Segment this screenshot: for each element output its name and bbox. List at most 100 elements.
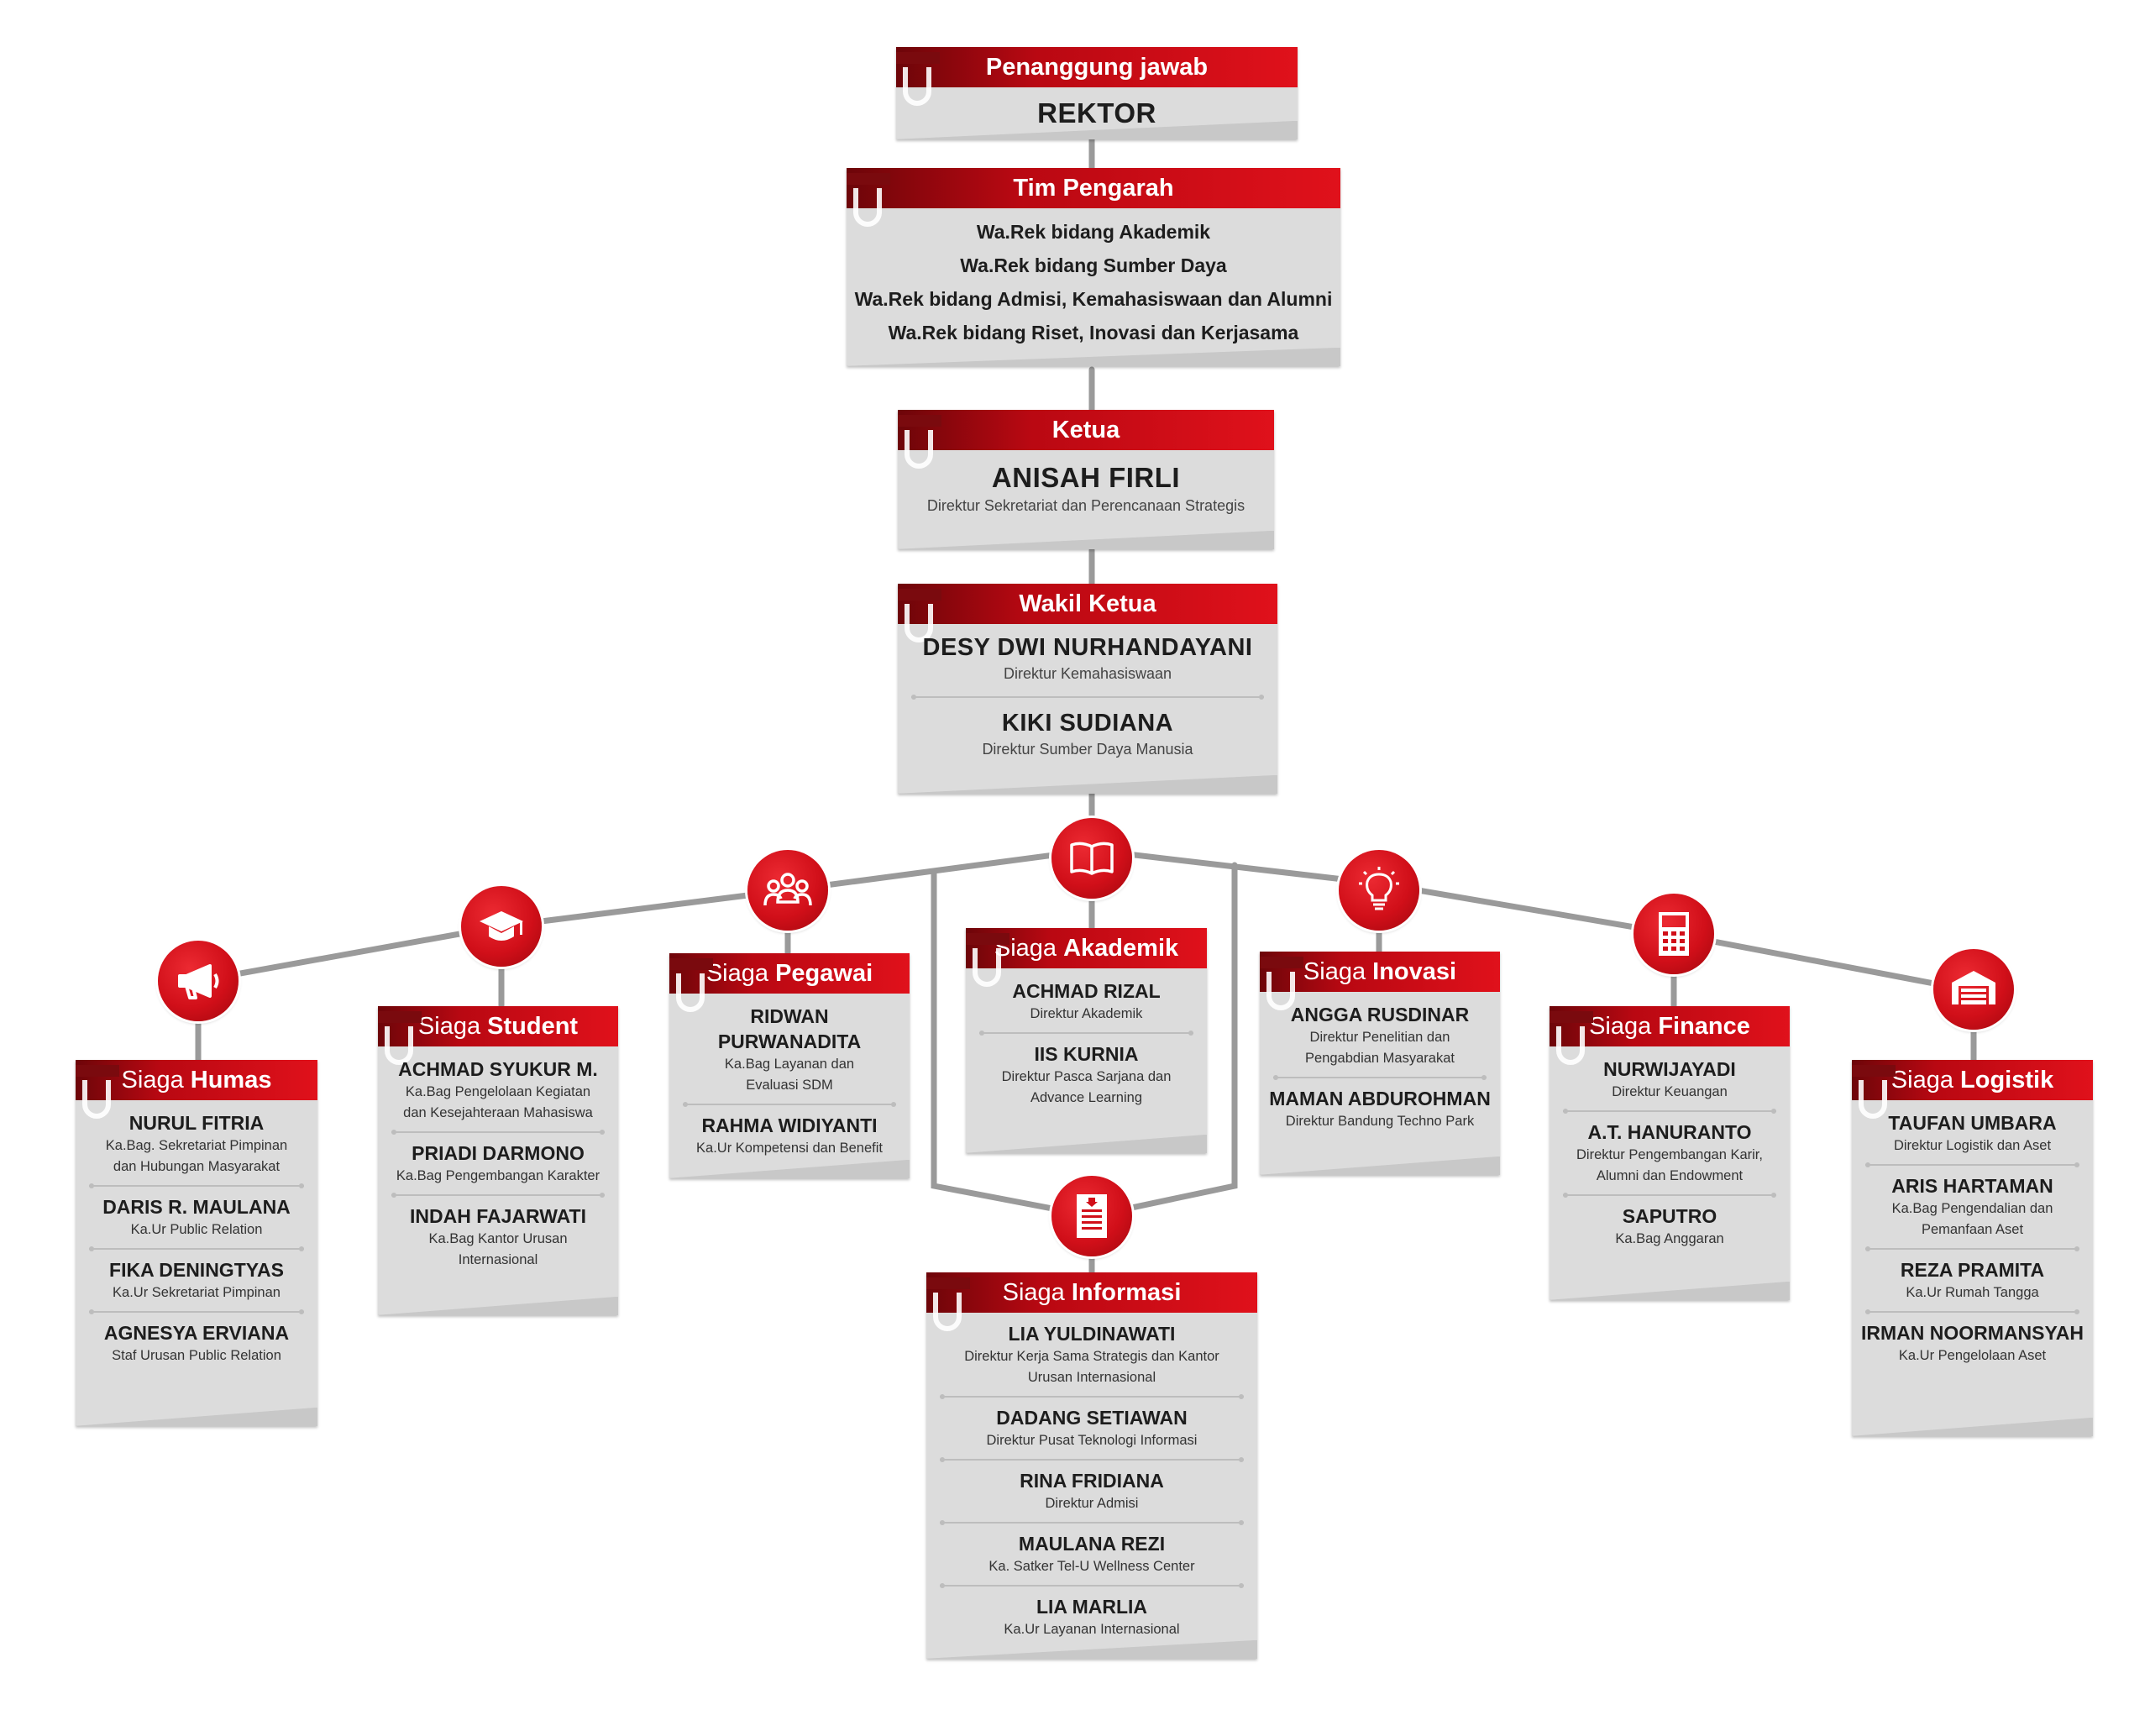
member-role: Ka.Bag. Sekretariat Pimpinan <box>105 1138 288 1153</box>
member-role: Ka.Ur Pengelolaan Aset <box>1898 1348 2047 1363</box>
member-role: Pemanfaan Aset <box>1921 1222 2024 1237</box>
tim-pengarah-line: Wa.Rek bidang Akademik <box>976 221 1211 243</box>
member-role: Advance Learning <box>1030 1090 1142 1105</box>
siaga-prefix: Siaga <box>705 960 769 987</box>
member-name: NURWIJAYADI <box>1603 1058 1736 1080</box>
siaga-student-header: Siaga Student <box>378 1006 618 1065</box>
member-entry: MAMAN ABDUROHMAN Direktur Bandung Techno… <box>1260 1086 1500 1132</box>
tim-pengarah-line: Wa.Rek bidang Admisi, Kemahasiswaan dan … <box>854 288 1333 310</box>
graduation-cap-icon <box>461 886 542 967</box>
member-name: LIA MARLIA <box>1036 1596 1147 1618</box>
member-entry: MAULANA REZI Ka. Satker Tel-U Wellness C… <box>926 1531 1257 1577</box>
separator <box>89 1309 304 1314</box>
separator <box>1865 1246 2079 1251</box>
ketua-name: ANISAH FIRLI <box>991 462 1181 493</box>
siaga-inovasi-header: Siaga Inovasi <box>1260 952 1500 1010</box>
member-name: IIS KURNIA <box>1034 1043 1139 1065</box>
member-role: Direktur Bandung Techno Park <box>1285 1114 1475 1129</box>
member-role: Ka.Ur Rumah Tangga <box>1906 1285 2039 1300</box>
separator <box>391 1193 605 1198</box>
separator <box>1865 1162 2079 1167</box>
siaga-informasi-header: Siaga Informasi <box>926 1272 1257 1331</box>
member-name: DADANG SETIAWAN <box>996 1407 1188 1429</box>
siaga-prefix: Siaga <box>1589 1013 1652 1040</box>
member-role: Ka.Bag Anggaran <box>1615 1231 1724 1246</box>
telu-logo-icon <box>1550 1006 1593 1073</box>
member-entry: FIKA DENINGTYAS Ka.Ur Sekretariat Pimpin… <box>76 1257 317 1303</box>
member-entry: SAPUTRO Ka.Bag Anggaran <box>1550 1204 1790 1250</box>
siaga-prefix: Siaga <box>417 1013 481 1040</box>
member-role: Ka.Bag Kantor Urusan <box>428 1231 568 1246</box>
member-role: Ka.Bag Layanan dan <box>724 1057 855 1072</box>
member-name: REZA PRAMITA <box>1900 1259 2045 1281</box>
ketua-box: Ketua ANISAH FIRLI Direktur Sekretariat … <box>898 410 1274 549</box>
member-role: Ka.Ur Public Relation <box>130 1222 263 1237</box>
member-entry: LIA YULDINAWATI Direktur Kerja Sama Stra… <box>926 1321 1257 1388</box>
wakil-ketua-name: KIKI SUDIANA <box>1001 710 1174 737</box>
member-entry: INDAH FAJARWATI Ka.Bag Kantor Urusan Int… <box>378 1204 618 1271</box>
tim-pengarah-line: Wa.Rek bidang Sumber Daya <box>960 254 1227 276</box>
member-name: PRIADI DARMONO <box>412 1142 585 1164</box>
member-name: FIKA DENINGTYAS <box>109 1259 284 1281</box>
separator <box>1273 1075 1487 1080</box>
member-entry: AGNESYA ERVIANA Staf Urusan Public Relat… <box>76 1320 317 1366</box>
telu-logo-icon <box>896 47 940 114</box>
siaga-student-box: Siaga Student ACHMAD SYUKUR M. Ka.Bag Pe… <box>378 1006 618 1315</box>
wakil-ketua-role: Direktur Sumber Daya Manusia <box>982 741 1193 758</box>
member-name: IRMAN NOORMANSYAH <box>1861 1322 2084 1344</box>
member-entry: ACHMAD RIZAL Direktur Akademik <box>966 978 1207 1025</box>
wakil-ketua-role: Direktur Kemahasiswaan <box>1003 665 1172 682</box>
siaga-prefix: Siaga <box>1890 1067 1953 1094</box>
siaga-student-title: Student <box>487 1013 579 1040</box>
siaga-prefix: Siaga <box>1002 1279 1065 1306</box>
member-entry: ACHMAD SYUKUR M. Ka.Bag Pengelolaan Kegi… <box>378 1057 618 1124</box>
member-role: Direktur Pengembangan Karir, <box>1576 1147 1763 1162</box>
siaga-logistik-header: Siaga Logistik <box>1852 1060 2093 1119</box>
siaga-finance-title: Finance <box>1658 1013 1750 1040</box>
telu-logo-icon <box>898 410 941 477</box>
separator <box>683 1102 896 1107</box>
siaga-akademik-title: Akademik <box>1063 935 1179 962</box>
member-role: Direktur Pusat Teknologi Informasi <box>986 1433 1198 1448</box>
member-role: Staf Urusan Public Relation <box>112 1348 281 1363</box>
member-name: NURUL FITRIA <box>128 1112 265 1134</box>
siaga-logistik-box: Siaga Logistik TAUFAN UMBARA Direktur Lo… <box>1852 1060 2093 1436</box>
wakil-ketua-title: Wakil Ketua <box>1019 590 1156 617</box>
member-entry: IIS KURNIA Direktur Pasca Sarjana dan Ad… <box>966 1041 1207 1109</box>
telu-logo-icon <box>898 584 941 651</box>
siaga-humas-title: Humas <box>190 1067 272 1094</box>
telu-logo-icon <box>926 1272 970 1340</box>
tim-pengarah-box: Tim Pengarah Wa.Rek bidang Akademik Wa.R… <box>847 168 1340 366</box>
siaga-pegawai-box: Siaga Pegawai RIDWAN PURWANADITA Ka.Bag … <box>669 953 910 1178</box>
warehouse-icon <box>1933 949 2014 1030</box>
member-role: Evaluasi SDM <box>746 1078 833 1093</box>
rektor-name: REKTOR <box>1037 97 1156 128</box>
member-role: Alumni dan Endowment <box>1596 1168 1744 1183</box>
document-icon <box>1051 1176 1132 1256</box>
member-entry: A.T. HANURANTO Direktur Pengembangan Kar… <box>1550 1120 1790 1187</box>
member-role: Ka.Ur Kompetensi dan Benefit <box>696 1141 883 1156</box>
member-role: Direktur Akademik <box>1030 1006 1143 1021</box>
member-entry: ANGGA RUSDINAR Direktur Penelitian dan P… <box>1260 1002 1500 1069</box>
member-entry: PRIADI DARMONO Ka.Bag Pengembangan Karak… <box>378 1141 618 1187</box>
member-entry: NURWIJAYADI Direktur Keuangan <box>1550 1057 1790 1103</box>
member-name: SAPUTRO <box>1622 1205 1717 1227</box>
member-name: MAULANA REZI <box>1018 1533 1166 1555</box>
member-entry: IRMAN NOORMANSYAH Ka.Ur Pengelolaan Aset <box>1852 1320 2093 1366</box>
tim-pengarah-header: Tim Pengarah <box>847 168 1340 227</box>
telu-logo-icon <box>1852 1060 1896 1127</box>
ketua-role: Direktur Sekretariat dan Perencanaan Str… <box>926 497 1245 514</box>
siaga-finance-header: Siaga Finance <box>1550 1006 1790 1065</box>
penanggung-jawab-header: Penanggung jawab <box>896 47 1298 106</box>
siaga-inovasi-box: Siaga Inovasi ANGGA RUSDINAR Direktur Pe… <box>1260 952 1500 1175</box>
member-entry: NURUL FITRIA Ka.Bag. Sekretariat Pimpina… <box>76 1110 317 1177</box>
telu-logo-icon <box>1260 952 1303 1019</box>
member-role: Direktur Penelitian dan <box>1309 1030 1450 1045</box>
member-name: DARIS R. MAULANA <box>102 1196 291 1218</box>
open-book-icon <box>1051 818 1132 899</box>
member-name: ACHMAD SYUKUR M. <box>398 1058 598 1080</box>
tim-pengarah-line: Wa.Rek bidang Riset, Inovasi dan Kerjasa… <box>888 322 1299 344</box>
separator <box>940 1583 1244 1588</box>
member-entry: RIDWAN PURWANADITA Ka.Bag Layanan dan Ev… <box>669 1004 910 1096</box>
member-name: RAHMA WIDIYANTI <box>701 1115 878 1136</box>
